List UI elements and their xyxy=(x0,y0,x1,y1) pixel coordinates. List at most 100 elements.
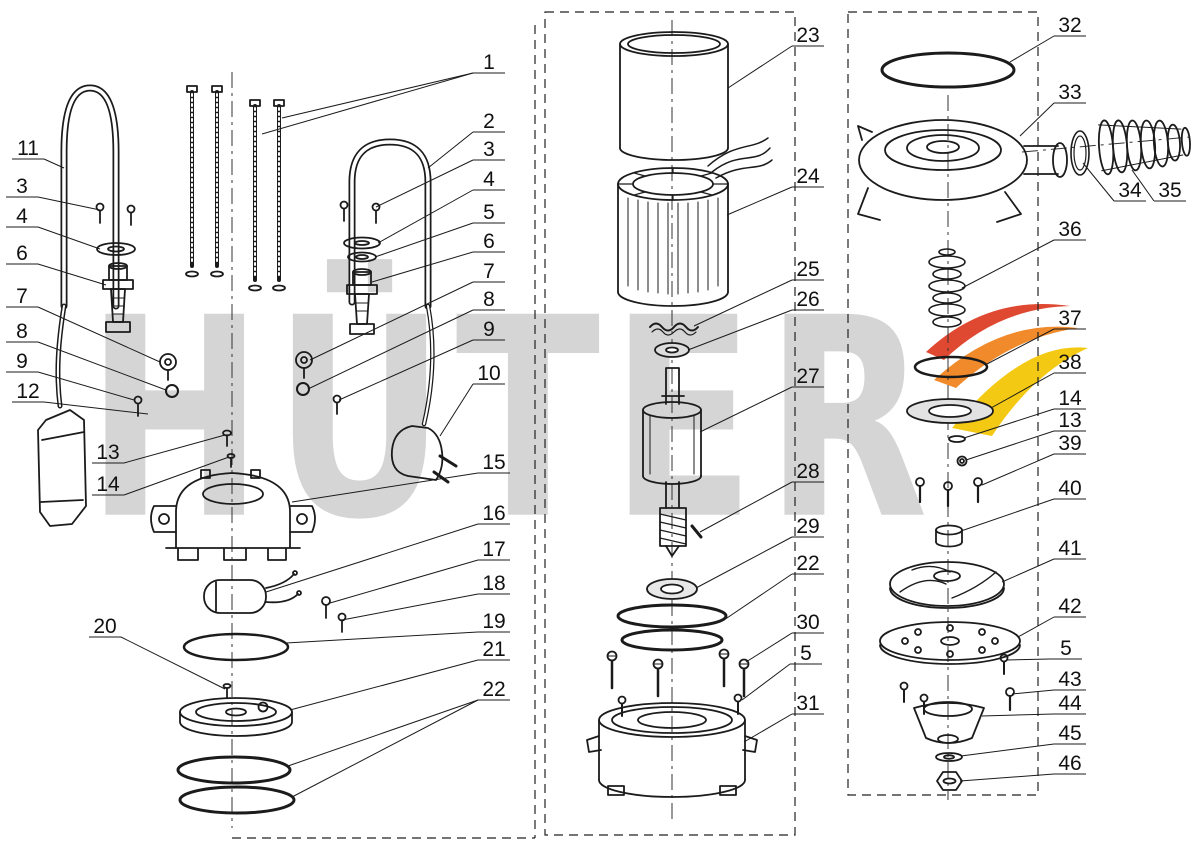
part-24-stator xyxy=(617,137,773,307)
leader-line xyxy=(309,281,474,361)
part-45-washer xyxy=(935,752,963,762)
callout-34: 34 xyxy=(1118,179,1142,202)
leader-line xyxy=(427,131,474,169)
part-8-rings xyxy=(165,382,310,398)
callout-33: 33 xyxy=(1058,81,1081,104)
callout-37: 37 xyxy=(1058,307,1081,330)
part-22-o-rings-left xyxy=(176,755,296,815)
part-19-o-ring xyxy=(182,632,290,662)
callout-40: 40 xyxy=(1058,477,1081,500)
part-5-43-screws-right xyxy=(899,653,1015,715)
leader-line xyxy=(37,306,161,363)
callout-28: 28 xyxy=(796,460,819,483)
callout-23: 23 xyxy=(796,24,819,47)
callout-35: 35 xyxy=(1158,179,1181,202)
callout-21: 21 xyxy=(482,638,505,661)
leader-line xyxy=(43,401,149,415)
part-25-wave-washer xyxy=(649,322,699,336)
leader-line xyxy=(37,226,101,250)
part-35-hose-fitting xyxy=(1097,119,1191,176)
leader-line xyxy=(1005,658,1051,661)
callout-38: 38 xyxy=(1058,351,1081,374)
callout-6: 6 xyxy=(483,230,495,253)
fitting-axis xyxy=(1021,136,1191,153)
callout-46: 46 xyxy=(1058,752,1081,775)
leader-line xyxy=(37,371,135,401)
leader-line xyxy=(1131,169,1155,202)
part-15-top-housing xyxy=(150,469,316,561)
leader-line xyxy=(990,372,1055,409)
leader-line xyxy=(371,251,474,283)
callout-41: 41 xyxy=(1058,537,1081,560)
leader-line xyxy=(307,309,474,390)
leader-line xyxy=(695,536,793,589)
part-17-18-screws xyxy=(321,596,347,633)
part-39-screws xyxy=(915,477,983,508)
callout-30: 30 xyxy=(796,611,819,634)
callout-45: 45 xyxy=(1058,722,1081,745)
part-2-cable-handle xyxy=(348,138,432,310)
leader-line xyxy=(965,430,1055,461)
part-26-disc xyxy=(654,342,690,358)
callout-numbers: 1134678912131420123456789101516171819212… xyxy=(16,14,1182,775)
leader-line xyxy=(329,559,479,604)
leader-line xyxy=(961,239,1055,289)
part-31-bottom-housing xyxy=(586,702,758,798)
part-46-nut xyxy=(936,771,963,791)
leader-line xyxy=(1011,689,1055,695)
part-28-pin xyxy=(690,524,703,539)
part-9-screws xyxy=(133,394,342,417)
leader-line xyxy=(963,408,1055,439)
callout-32: 32 xyxy=(1058,14,1081,37)
part-30-screws xyxy=(606,648,750,698)
part-34-clamp-ring xyxy=(1070,130,1090,176)
callout-9: 9 xyxy=(16,350,28,373)
part-44-suction-cover xyxy=(913,701,985,744)
middle-boundary xyxy=(544,11,796,836)
callout-5: 5 xyxy=(483,201,495,224)
leader-line xyxy=(281,72,474,119)
leader-line xyxy=(123,456,230,496)
callout-25: 25 xyxy=(796,258,819,281)
leader-line xyxy=(375,159,474,208)
callout-27: 27 xyxy=(796,365,819,388)
callout-17: 17 xyxy=(482,538,505,561)
part-41-impeller xyxy=(889,561,1005,609)
callout-22: 22 xyxy=(482,678,505,701)
callout-16: 16 xyxy=(482,502,505,525)
leader-line xyxy=(693,279,793,327)
part-23-canister xyxy=(619,31,729,161)
callout-39: 39 xyxy=(1058,432,1081,455)
leader-line xyxy=(745,632,793,663)
part-20-screw xyxy=(222,683,232,699)
callout-7: 7 xyxy=(483,260,495,283)
leader-line xyxy=(1009,35,1055,63)
parts-linework xyxy=(37,31,1191,815)
part-29-bearing xyxy=(646,578,698,600)
part-42-perforated-plate xyxy=(879,621,1021,665)
leader-line xyxy=(726,186,793,216)
callout-5: 5 xyxy=(1060,637,1072,660)
leader-line xyxy=(43,158,65,169)
assembly-boundary-boxes xyxy=(232,11,1039,839)
leader-line xyxy=(285,631,479,644)
leader-line xyxy=(439,383,474,437)
leader-line xyxy=(123,434,226,464)
centerlines xyxy=(231,20,1191,828)
leader-line xyxy=(960,498,1055,532)
part-4-washer-right xyxy=(343,236,381,250)
part-40-bushing xyxy=(935,524,963,548)
part-10-power-plug xyxy=(390,303,458,484)
part-37-o-ring xyxy=(913,355,989,379)
callout-24: 24 xyxy=(796,165,820,188)
leader-line xyxy=(289,659,479,711)
leader-line xyxy=(265,523,479,593)
leader-line xyxy=(338,339,474,401)
callout-22: 22 xyxy=(796,552,819,575)
part-1-long-bolts xyxy=(185,85,286,292)
part-27-rotor xyxy=(642,367,702,557)
callout-10: 10 xyxy=(477,362,500,385)
callout-3: 3 xyxy=(483,138,495,161)
part-38-seal xyxy=(906,398,994,424)
leader-line xyxy=(1082,162,1115,202)
